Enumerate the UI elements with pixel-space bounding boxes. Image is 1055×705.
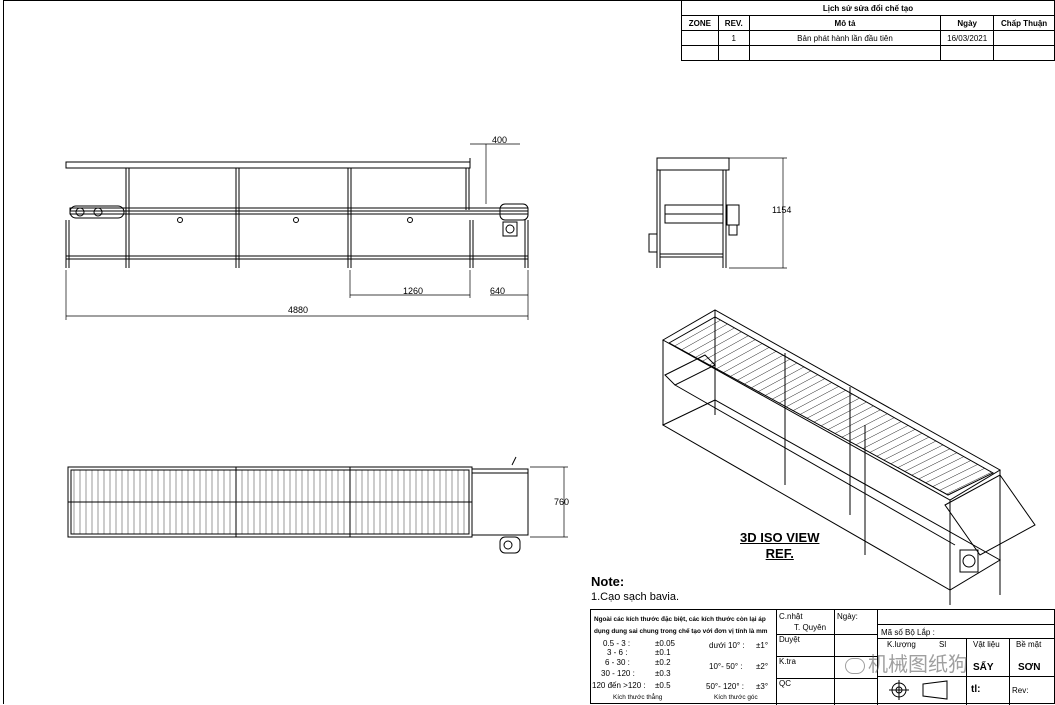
rev-header-date: Ngày bbox=[940, 15, 995, 31]
revision-row: 1 Bản phát hành lần đầu tiên 16/03/2021 bbox=[681, 30, 1055, 46]
rev-header-desc: Mô tả bbox=[748, 15, 942, 31]
tol-linear-value: ±0.1 bbox=[655, 648, 671, 657]
iso-view-label: 3D ISO VIEW REF. bbox=[740, 530, 819, 562]
revision-table-title: Lịch sử sửa đổi chế tạo bbox=[681, 0, 1055, 16]
rev-header-rev: REV. bbox=[717, 15, 750, 31]
dim-640: 640 bbox=[490, 286, 506, 296]
rev-cell bbox=[993, 30, 1055, 46]
watermark: 机械图纸狗 bbox=[845, 648, 968, 677]
tol-linear-range: 120 đến >120 : bbox=[592, 681, 646, 690]
label-qc: QC bbox=[779, 679, 791, 688]
tol-linear-value: ±0.05 bbox=[655, 639, 675, 648]
dim-400: 400 bbox=[492, 135, 508, 145]
dim-760: 760 bbox=[554, 497, 570, 507]
tol-angular-value: ±1° bbox=[756, 641, 769, 650]
frame-left-border bbox=[3, 0, 4, 704]
rev-cell: Bản phát hành lần đầu tiên bbox=[748, 30, 942, 46]
rev-header-approve: Chấp Thuận bbox=[993, 15, 1055, 31]
iso-view-drawing bbox=[661, 309, 1036, 605]
tol-linear-range: 3 - 6 : bbox=[607, 648, 628, 657]
tol-linear-value: ±0.2 bbox=[655, 658, 671, 667]
tol-angular-value: ±2° bbox=[756, 662, 769, 671]
label-vat-lieu: Vật liệu bbox=[973, 640, 1000, 649]
note-item: 1.Cạo sạch bavia. bbox=[591, 591, 680, 603]
dim-1154: 1154 bbox=[772, 205, 792, 215]
rev-cell: 16/03/2021 bbox=[940, 30, 995, 46]
label-duyet: Duyệt bbox=[779, 635, 800, 644]
rev-cell: 1 bbox=[717, 30, 750, 46]
tol-angular-label: Kích thước góc bbox=[714, 694, 758, 701]
iso-label-line1: 3D ISO VIEW bbox=[740, 530, 820, 545]
rev-cell bbox=[681, 30, 719, 46]
side-view-drawing bbox=[648, 157, 787, 269]
projection-symbol-icon bbox=[889, 680, 948, 700]
note-title: Note: bbox=[591, 574, 625, 589]
tol-linear-range: 30 - 120 : bbox=[601, 669, 635, 678]
top-view-drawing bbox=[67, 456, 568, 554]
watermark-icon bbox=[845, 657, 865, 674]
tol-linear-value: ±0.3 bbox=[655, 669, 671, 678]
label-ngay: Ngày: bbox=[837, 612, 858, 621]
frame-top-border bbox=[3, 0, 681, 1]
name-cnhat: T. Quyên bbox=[794, 623, 827, 632]
revision-table: Lịch sử sửa đổi chế tạo ZONE REV. Mô tả … bbox=[681, 0, 1055, 61]
label-cnhat: C.nhật bbox=[779, 612, 803, 621]
value-say: SẤY bbox=[973, 662, 994, 673]
tolerance-header-2: dụng dung sai chung trong chế tạo với đơ… bbox=[594, 628, 768, 635]
label-rev: Rev: bbox=[1012, 686, 1029, 695]
title-block: Ngoài các kích thước đặc biệt, các kích … bbox=[590, 609, 1055, 705]
watermark-text: 机械图纸狗 bbox=[868, 654, 968, 676]
tol-angular-range: 10°- 50° : bbox=[709, 662, 743, 671]
tol-angular-range: 50°- 120° : bbox=[706, 682, 744, 691]
tol-linear-value: ±0.5 bbox=[655, 681, 671, 690]
tol-linear-range: 6 - 30 : bbox=[605, 658, 630, 667]
label-ktra: K.tra bbox=[779, 657, 796, 666]
tol-angular-value: ±3° bbox=[756, 682, 769, 691]
label-ma-so: Mã số Bộ Lắp : bbox=[881, 628, 935, 637]
label-sl: Sl bbox=[939, 640, 947, 649]
front-view-drawing bbox=[65, 143, 529, 320]
tol-linear-range: 0.5 - 3 : bbox=[603, 639, 631, 648]
label-tl: tl: bbox=[971, 684, 981, 695]
dim-4880: 4880 bbox=[288, 305, 309, 315]
label-be-mat: Bề mặt bbox=[1016, 640, 1042, 649]
tol-linear-label: Kích thước thẳng bbox=[613, 694, 663, 701]
rev-header-zone: ZONE bbox=[681, 15, 719, 31]
revision-row-empty bbox=[681, 45, 1055, 61]
dim-1260: 1260 bbox=[403, 286, 424, 296]
tolerance-header-1: Ngoài các kích thước đặc biệt, các kích … bbox=[594, 616, 766, 623]
label-kluong: K.lượng bbox=[887, 640, 916, 649]
tol-angular-range: dưới 10° : bbox=[709, 641, 745, 650]
value-son: SƠN bbox=[1018, 662, 1041, 673]
iso-label-line2: REF. bbox=[765, 546, 794, 561]
